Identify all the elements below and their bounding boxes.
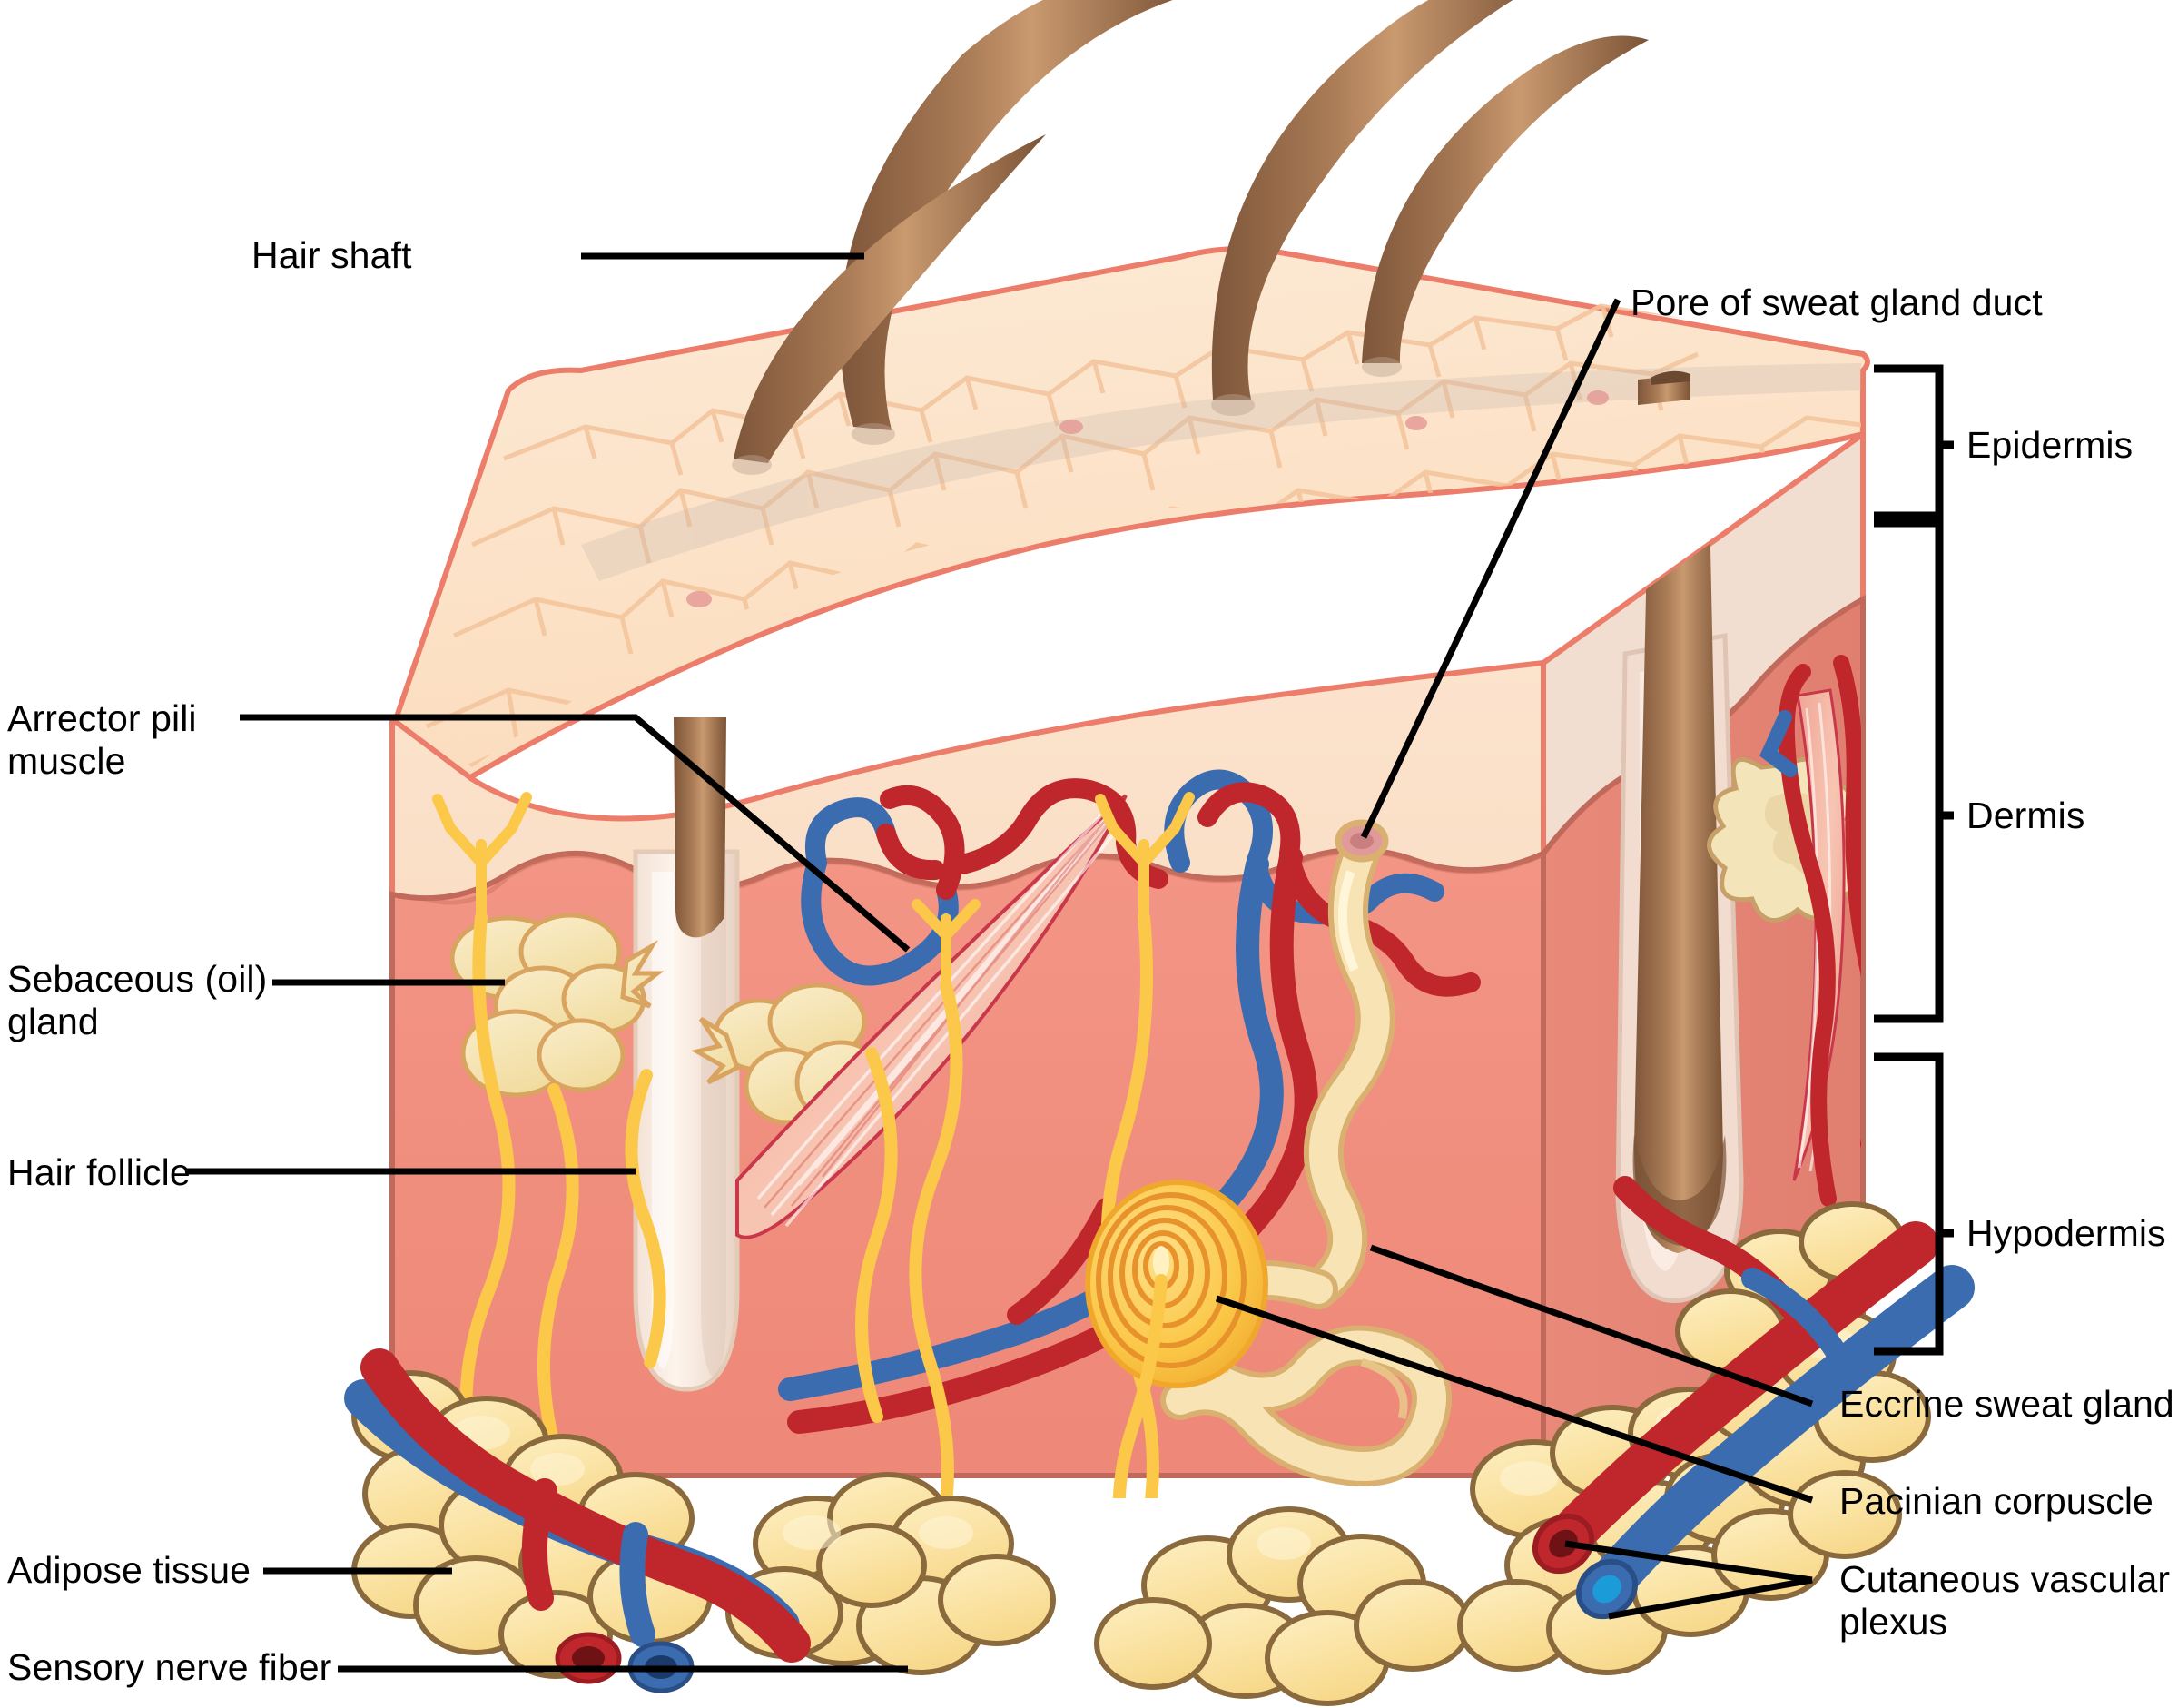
bracket-dermis (1874, 511, 1944, 1023)
pacinian-corpuscle (1085, 1180, 1268, 1498)
leader-plexus-artery (1564, 1540, 1813, 1584)
leader-pacinian (1215, 1295, 1814, 1504)
leader-lines (187, 252, 1814, 1673)
skin-block (344, 0, 1975, 1706)
label-epidermis: Epidermis (1966, 424, 2134, 466)
cutaneous-vascular-plexus-left (344, 1348, 811, 1663)
bracket-epidermis (1874, 364, 1944, 528)
hair-shaft-4 (1362, 35, 1649, 363)
leader-arrector-pili (240, 714, 911, 953)
arrector-pili-muscle (735, 794, 1128, 1239)
hair-entry-shadows (732, 357, 1402, 475)
hair-shaft-root-1 (674, 717, 726, 938)
dermis-contents (432, 717, 1481, 1498)
label-pore-of-sweat-gland-duct: Pore of sweat gland duct (1631, 281, 2043, 323)
label-cutaneous-vascular-plexus: Cutaneous vascular plexus (1839, 1558, 2171, 1643)
bracket-hypodermis (1874, 1052, 1944, 1356)
hair-shaft-3 (1211, 0, 1513, 400)
dermis-side-contents (1615, 436, 1928, 1303)
label-adipose-tissue: Adipose tissue (7, 1549, 251, 1591)
sensory-nerve-endings (432, 792, 1195, 992)
dermal-vessels-side (1759, 655, 1861, 1207)
label-sensory-nerve-fiber: Sensory nerve fiber (7, 1646, 332, 1688)
label-pacinian-corpuscle: Pacinian corpuscle (1839, 1480, 2153, 1522)
label-dermis: Dermis (1966, 795, 2085, 836)
leader-plexus-vein (1608, 1576, 1813, 1620)
hair-shaft-6 (1651, 370, 1690, 385)
sensory-nerve-fibers (459, 911, 1159, 1498)
label-hair-follicle: Hair follicle (7, 1151, 191, 1193)
sensory-nerve-side (1881, 516, 1928, 1298)
label-hypodermis: Hypodermis (1966, 1212, 2166, 1254)
label-eccrine-sweat-gland: Eccrine sweat gland (1839, 1383, 2174, 1425)
leader-pore (1360, 298, 1621, 839)
label-hair-shaft: Hair shaft (251, 234, 412, 276)
hair-shaft-root-2 (1634, 436, 1723, 1253)
label-sebaceous-oil-gland: Sebaceous (oil) gland (7, 958, 268, 1042)
leader-eccrine (1369, 1244, 1814, 1407)
cutaneous-vascular-plexus-right (1548, 1176, 1975, 1601)
hair-shaft-2 (734, 134, 1046, 463)
sweat-pore (1335, 819, 1389, 863)
label-arrector-pili-muscle: Arrector pili muscle (7, 697, 197, 782)
hair-shaft-1 (840, 0, 1173, 430)
surface-pores (686, 390, 1609, 607)
layer-brackets (1874, 364, 1954, 1356)
hair-shafts (734, 0, 1690, 463)
vessel-cut-ends-left (555, 1632, 695, 1693)
vessel-cut-ends-right (1532, 1513, 1639, 1620)
